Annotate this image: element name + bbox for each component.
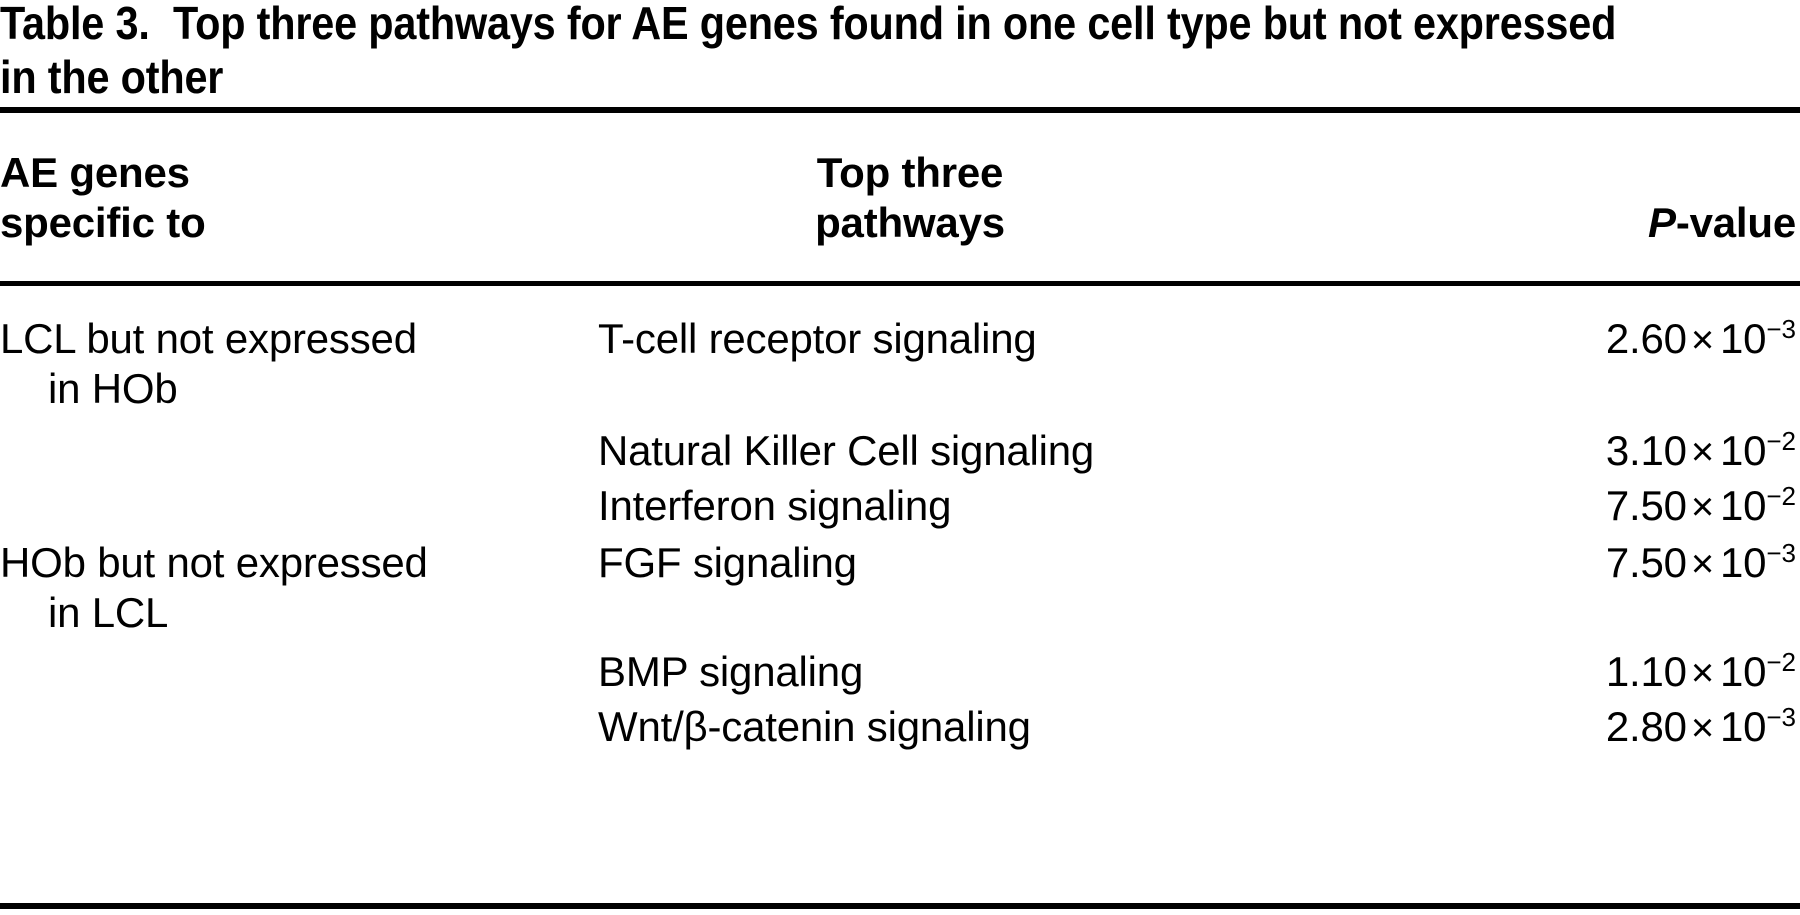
pvalue-cell: 2.60×10−3 — [1240, 314, 1800, 365]
pvalue-exponent: −2 — [1766, 647, 1796, 677]
rule-header-separator — [0, 281, 1800, 286]
table-row: Wnt/β-catenin signaling — [580, 702, 1240, 752]
table-row: Natural Killer Cell signaling — [580, 426, 1240, 476]
pvalue-mantissa: 3.10 — [1605, 427, 1687, 474]
pvalue-cell: 3.10×10−2 — [1240, 426, 1800, 477]
column-header-pvalue-suffix: -value — [1675, 199, 1796, 246]
column-header-pathways: Top three pathways — [580, 148, 1240, 248]
column-header-pathways-line1: Top three — [816, 149, 1004, 196]
pvalue-cell: 1.10×10−2 — [1240, 647, 1800, 698]
row-group-label-lcl-line1: LCL but not expressed — [0, 315, 417, 362]
pvalue-exponent: −3 — [1766, 538, 1796, 568]
pathway-name: T-cell receptor signaling — [598, 315, 1037, 362]
table-row: BMP signaling — [580, 647, 1240, 697]
column-header-pvalue-symbol: P — [1647, 199, 1676, 246]
column-header-ae-genes-line1: AE genes — [0, 149, 190, 196]
pathway-name: Interferon signaling — [598, 482, 952, 529]
table-title-text: Top three pathways for AE genes found in… — [0, 0, 1617, 103]
pvalue-base: 10 — [1719, 648, 1767, 695]
row-group-label-hob-line2: in LCL — [48, 589, 169, 636]
pvalue-exponent: −2 — [1766, 426, 1796, 456]
multiplication-icon: × — [1690, 651, 1714, 695]
pathway-name: Natural Killer Cell signaling — [598, 427, 1095, 474]
pvalue-base: 10 — [1719, 482, 1767, 529]
pathway-name: BMP signaling — [598, 648, 864, 695]
row-group-label-hob-line1: HOb but not expressed — [0, 539, 428, 586]
column-header-pathways-line2: pathways — [815, 199, 1005, 246]
table-row: T-cell receptor signaling — [580, 314, 1240, 364]
table-row: Interferon signaling — [580, 481, 1240, 531]
pathway-name: Wnt/β-catenin signaling — [598, 703, 1031, 750]
pvalue-mantissa: 1.10 — [1605, 648, 1687, 695]
multiplication-icon: × — [1690, 542, 1714, 586]
rule-top — [0, 107, 1800, 113]
multiplication-icon: × — [1690, 485, 1714, 529]
pathway-name: FGF signaling — [598, 539, 857, 586]
pvalue-mantissa: 7.50 — [1605, 539, 1687, 586]
multiplication-icon: × — [1690, 318, 1714, 362]
row-group-label-lcl-line2: in HOb — [48, 365, 178, 412]
pvalue-base: 10 — [1719, 703, 1767, 750]
table-number: Table 3. — [0, 0, 150, 49]
pvalue-exponent: −3 — [1766, 702, 1796, 732]
column-header-ae-genes: AE genes specific to — [0, 148, 580, 248]
rule-bottom — [0, 903, 1800, 909]
pvalue-base: 10 — [1719, 539, 1767, 586]
column-header-ae-genes-line2: specific to — [0, 199, 206, 246]
pvalue-mantissa: 7.50 — [1605, 482, 1687, 529]
multiplication-icon: × — [1690, 706, 1714, 750]
pvalue-cell: 2.80×10−3 — [1240, 702, 1800, 753]
pvalue-cell: 7.50×10−2 — [1240, 481, 1800, 532]
pvalue-exponent: −2 — [1766, 481, 1796, 511]
row-group-label-lcl: LCL but not expressed in HOb — [0, 314, 580, 414]
column-header-pvalue: P-value — [1240, 198, 1800, 248]
table-row: FGF signaling — [580, 538, 1240, 588]
pvalue-mantissa: 2.80 — [1605, 703, 1687, 750]
multiplication-icon: × — [1690, 430, 1714, 474]
pvalue-exponent: −3 — [1766, 314, 1796, 344]
table-caption: Table 3.Top three pathways for AE genes … — [0, 0, 1620, 104]
pvalue-base: 10 — [1719, 427, 1767, 474]
row-group-label-hob: HOb but not expressed in LCL — [0, 538, 580, 638]
pvalue-cell: 7.50×10−3 — [1240, 538, 1800, 589]
pvalue-base: 10 — [1719, 315, 1767, 362]
pvalue-mantissa: 2.60 — [1605, 315, 1687, 362]
